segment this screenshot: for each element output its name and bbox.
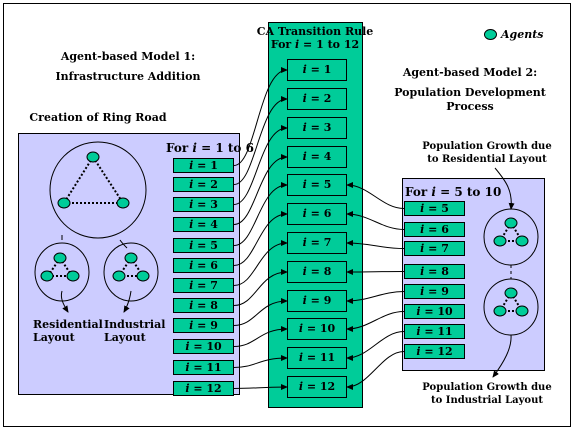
model2-step-box: i = 5	[404, 201, 465, 216]
model1-to-ca-arrow	[233, 326, 288, 347]
model2-to-ca-arrow	[346, 211, 405, 230]
residential-label-line2: Layout	[33, 331, 75, 344]
ring-road-circle	[49, 141, 147, 239]
agent-icon	[116, 197, 130, 209]
model1-to-ca-arrow	[233, 67, 288, 166]
model1-step-box: i = 11	[173, 360, 234, 375]
model2-to-ca-arrow	[346, 331, 405, 361]
model2-to-ca-arrow	[346, 351, 405, 390]
model1-step-box: i = 8	[173, 298, 234, 313]
model2-step-box: i = 11	[404, 324, 465, 339]
model2-to-ca-arrow	[346, 291, 405, 304]
connection-line	[92, 156, 124, 204]
ca-rule-box: i = 10	[287, 318, 347, 340]
model1-step-box: i = 6	[173, 258, 234, 273]
model1-to-ca-arrow	[233, 355, 288, 368]
model2-step-box: i = 10	[404, 304, 465, 319]
model1-to-ca-arrow	[233, 182, 288, 246]
model1-step-box: i = 5	[173, 238, 234, 253]
ca-rule-box: i = 1	[287, 59, 347, 81]
model1-to-ca-arrow	[233, 384, 288, 391]
residential-label-line1: Residential	[33, 318, 103, 331]
model1-step-box: i = 9	[173, 318, 234, 333]
agent-icon	[504, 217, 518, 229]
model2-to-ca-arrow	[346, 240, 405, 249]
pop-residential-circle	[483, 208, 539, 266]
ca-rule-box: i = 6	[287, 203, 347, 225]
agent-icon	[53, 252, 67, 264]
pop-res-label-line2: to Residential Layout	[427, 154, 547, 165]
model2-title-line3: Process	[446, 100, 494, 113]
model2-title-line2: Population Development	[394, 86, 546, 99]
model1-step-box: i = 2	[173, 177, 234, 192]
industrial-label-line1: Industrial	[104, 318, 166, 331]
model2-to-ca-arrow	[346, 182, 405, 209]
model2-to-ca-arrow	[346, 268, 405, 275]
agent-icon	[493, 305, 507, 317]
model2-step-box: i = 7	[404, 241, 465, 256]
pop-industrial-circle	[483, 278, 539, 336]
industrial-top-pointer	[119, 239, 128, 249]
agent-icon	[124, 252, 138, 264]
agent-icon	[112, 270, 126, 282]
pop-ind-label-line2: to Industrial Layout	[431, 395, 543, 406]
agent-icon	[136, 270, 150, 282]
ca-rule-box: i = 8	[287, 261, 347, 283]
model1-to-ca-arrow	[233, 269, 288, 306]
model2-title-line1: Agent-based Model 2:	[402, 66, 538, 79]
model2-step-box: i = 8	[404, 264, 465, 279]
left-loop-label: For i = 1 to 6	[166, 141, 254, 155]
model1-step-box: i = 12	[173, 381, 234, 396]
industrial-pointer	[123, 290, 132, 313]
ring-road-label: Creation of Ring Road	[29, 111, 167, 124]
pop-res-label-line1: Population Growth due	[422, 141, 552, 152]
diagram-frame	[3, 3, 571, 427]
ca-title-line2: For i = 1 to 12	[270, 38, 360, 51]
model2-to-ca-arrow	[346, 311, 405, 332]
ca-rule-box: i = 12	[287, 376, 347, 398]
industrial-label-line2: Layout	[104, 331, 146, 344]
model1-to-ca-arrow	[233, 154, 288, 225]
agent-icon	[40, 270, 54, 282]
agent-icon	[504, 287, 518, 299]
model1-step-box: i = 3	[173, 197, 234, 212]
pop-ind-label-line1: Population Growth due	[422, 382, 552, 393]
model1-to-ca-arrow	[233, 240, 288, 286]
model2-step-box: i = 6	[404, 222, 465, 237]
ca-rule-box: i = 9	[287, 290, 347, 312]
pop-res-pointer	[494, 167, 515, 210]
legend-agents-label: Agents	[501, 28, 544, 41]
model1-title-line2: Infrastructure Addition	[55, 70, 201, 83]
model1-to-ca-arrow	[233, 96, 288, 185]
ca-title-line1: CA Transition Rule	[256, 25, 374, 38]
model1-to-ca-arrow	[233, 298, 288, 326]
agent-icon	[515, 305, 529, 317]
model1-title-line1: Agent-based Model 1:	[60, 50, 196, 63]
model1-step-box: i = 1	[173, 158, 234, 173]
ca-rule-box: i = 4	[287, 146, 347, 168]
model1-to-ca-arrow	[233, 125, 288, 205]
model1-step-box: i = 10	[173, 339, 234, 354]
model1-step-box: i = 7	[173, 278, 234, 293]
agent-icon	[86, 151, 100, 163]
agent-icon	[57, 197, 71, 209]
ca-rule-box: i = 5	[287, 174, 347, 196]
model1-step-box: i = 4	[173, 217, 234, 232]
industrial-layout-circle	[103, 242, 159, 302]
agent-icon	[515, 235, 529, 247]
right-loop-label: For i = 5 to 10	[405, 185, 502, 199]
agent-icon	[493, 235, 507, 247]
residential-pointer	[60, 290, 69, 313]
agent-icon	[66, 270, 80, 282]
model2-step-box: i = 12	[404, 344, 465, 359]
model2-step-box: i = 9	[404, 284, 465, 299]
ca-rule-box: i = 7	[287, 232, 347, 254]
pop-ind-pointer	[492, 334, 512, 378]
legend-agent-icon	[484, 29, 497, 40]
connection-line	[63, 156, 94, 204]
model1-to-ca-arrow	[233, 211, 288, 266]
